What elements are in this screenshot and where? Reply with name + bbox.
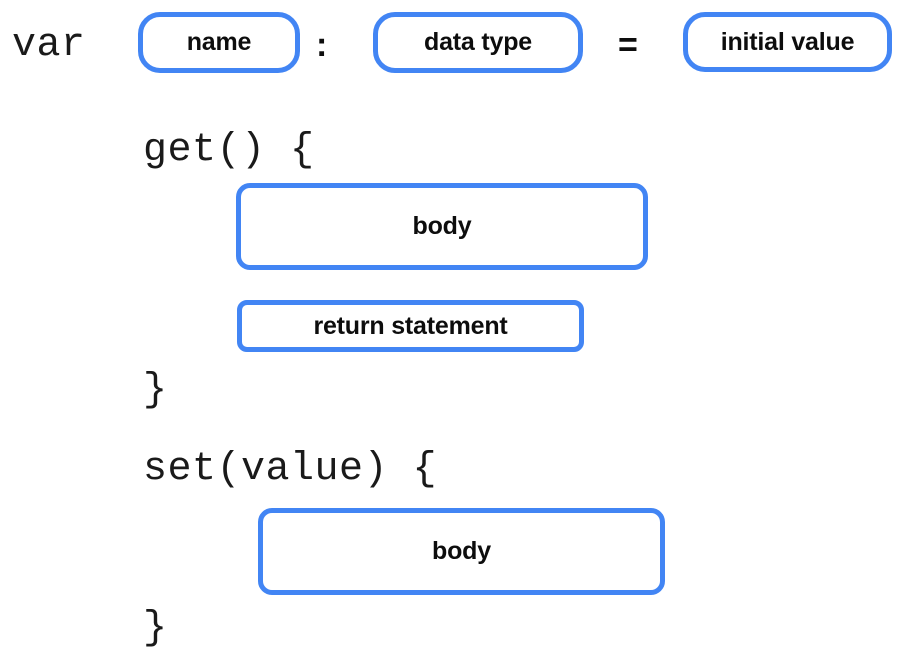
initial-value-slot[interactable]: initial value [683,12,892,72]
name-slot-label: name [186,28,252,56]
setter-footer: } [143,606,168,651]
colon-separator: : [316,26,328,64]
name-slot[interactable]: name [138,12,300,73]
getter-body-slot-label: body [412,212,472,240]
getter-body-slot[interactable]: body [236,183,648,270]
getter-return-slot-label: return statement [313,311,508,340]
getter-footer: } [143,368,168,413]
getter-header: get() { [143,128,315,173]
data-type-slot-label: data type [424,28,532,56]
setter-body-slot[interactable]: body [258,508,665,595]
setter-body-slot-label: body [432,537,491,565]
var-keyword: var [12,23,86,68]
data-type-slot[interactable]: data type [373,12,583,73]
equals-operator: = [618,26,638,64]
initial-value-slot-label: initial value [720,27,855,56]
setter-header: set(value) { [143,447,438,492]
getter-return-slot[interactable]: return statement [237,300,584,352]
